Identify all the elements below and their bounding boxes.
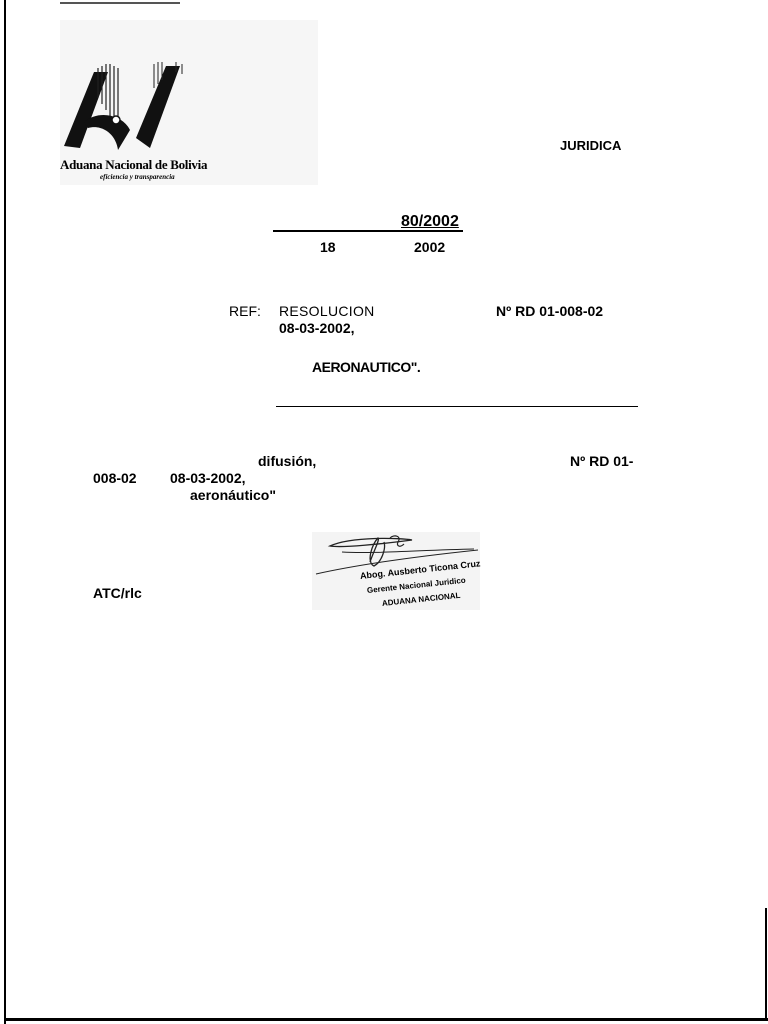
reference-label: REF: xyxy=(229,303,261,319)
body-resolution-start: Nº RD 01- xyxy=(570,453,634,469)
page-bottom-border xyxy=(4,1018,768,1021)
signature-stamp-background xyxy=(312,532,480,610)
logo-background xyxy=(60,20,318,185)
body-date: 08-03-2002, xyxy=(170,470,246,486)
reference-separator xyxy=(276,406,638,407)
logo-tagline: eficiencia y transparencia xyxy=(100,173,175,181)
page-right-border-fragment xyxy=(765,908,767,1020)
typist-initials: ATC/rlc xyxy=(93,585,142,601)
body-word-difusion: difusión, xyxy=(258,453,317,469)
reference-line-2: 08-03-2002, xyxy=(279,320,355,336)
scan-top-artifact xyxy=(60,2,180,4)
body-resolution-end: 008-02 xyxy=(93,470,137,486)
handwritten-signature-icon xyxy=(315,535,479,575)
document-number: 80/2002 xyxy=(401,213,459,230)
department-label: JURIDICA xyxy=(560,138,622,153)
date-year: 2002 xyxy=(414,239,446,255)
logo-name: Aduana Nacional de Bolivia xyxy=(60,157,208,172)
reference-line-1: RESOLUCION xyxy=(279,303,375,319)
number-underline xyxy=(273,230,463,232)
body-word-aeronautico: aeronáutico" xyxy=(190,487,276,503)
reference-line-3: AERONAUTICO". xyxy=(312,359,421,375)
resolution-number: Nº RD 01-008-02 xyxy=(496,303,604,319)
page-left-border xyxy=(4,0,6,1024)
aduana-logo-icon xyxy=(64,62,183,150)
date-day: 18 xyxy=(320,239,336,255)
